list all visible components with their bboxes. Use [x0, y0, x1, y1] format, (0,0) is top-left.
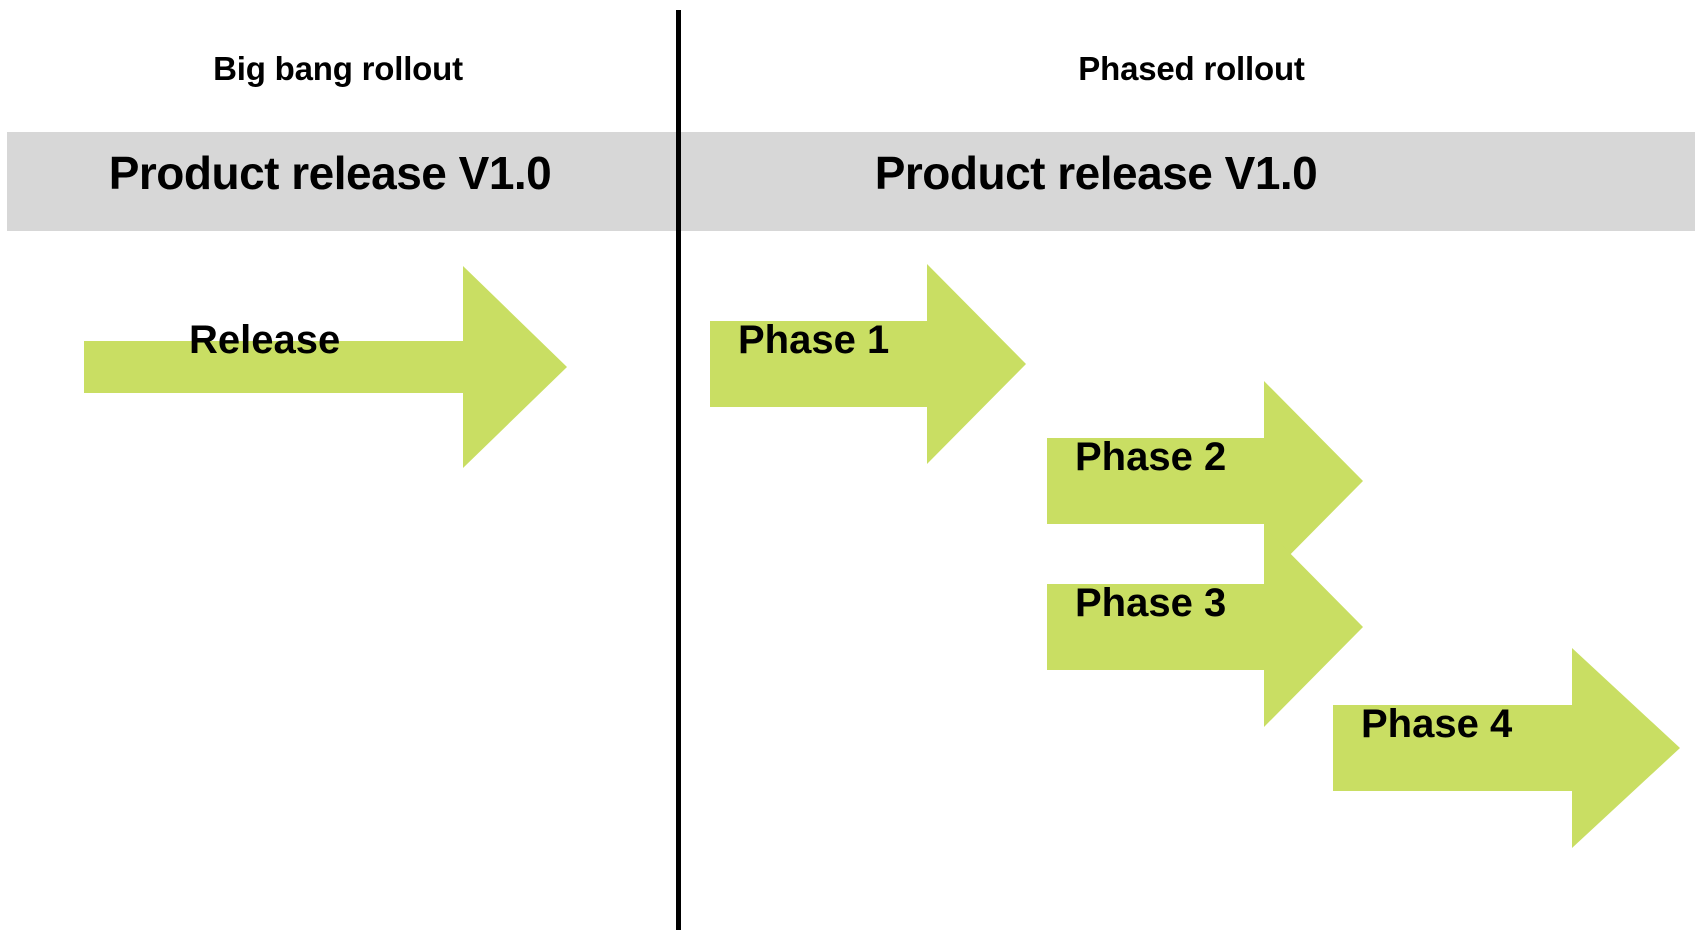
arrow-phase-4-shape	[1333, 648, 1680, 848]
column-divider	[676, 10, 681, 930]
arrow-phase-3-label: Phase 3	[1075, 581, 1227, 625]
arrow-release-shape	[84, 266, 567, 468]
arrow-phase-1	[710, 264, 1026, 464]
arrow-phase-2	[1047, 381, 1363, 581]
arrow-phase-3-shape	[1047, 527, 1363, 727]
arrow-phase-1-shape	[710, 264, 1026, 464]
right-release-banner-title: Product release V1.0	[874, 147, 1318, 199]
arrow-release-label: Release	[189, 318, 341, 362]
left-release-banner-title: Product release V1.0	[108, 147, 552, 199]
arrow-phase-3	[1047, 527, 1363, 727]
right-column-heading: Phased rollout	[1078, 50, 1305, 87]
arrow-phase-2-shape	[1047, 381, 1363, 581]
arrow-phase-4-label: Phase 4	[1361, 702, 1513, 746]
arrow-phase-1-label: Phase 1	[738, 318, 890, 362]
arrow-release	[84, 266, 567, 468]
arrow-phase-2-label: Phase 2	[1075, 435, 1227, 479]
arrow-phase-4	[1333, 648, 1680, 848]
left-column-heading: Big bang rollout	[213, 50, 463, 87]
release-band	[7, 132, 1695, 231]
